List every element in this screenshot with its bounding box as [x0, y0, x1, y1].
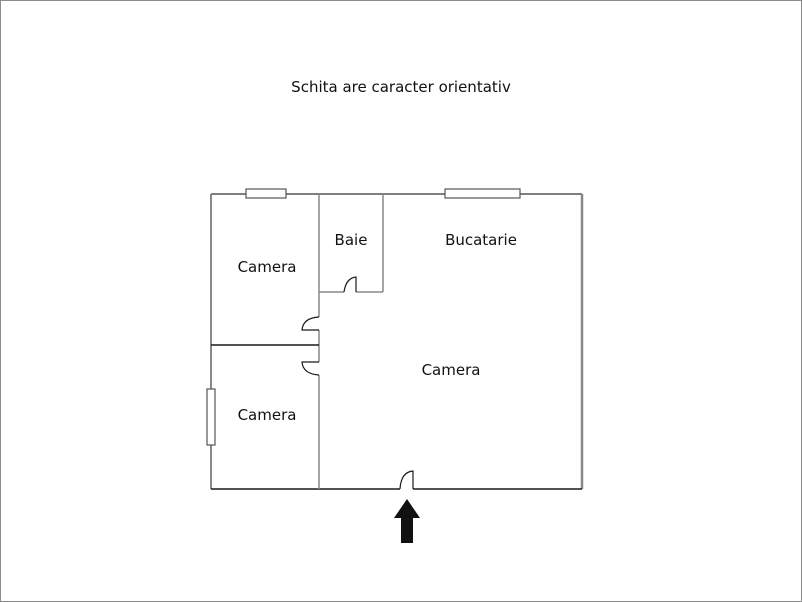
- door-entrance: [399, 470, 414, 490]
- door-camera-top-left: [301, 316, 320, 331]
- doors: [301, 276, 414, 490]
- window-left: [206, 388, 216, 446]
- door-baie: [343, 276, 357, 293]
- window-top-kitchen: [444, 188, 521, 199]
- caption: Schita are caracter orientativ: [291, 78, 511, 96]
- room-label-camera-top-left: Camera: [237, 258, 297, 276]
- arrow-up-icon: [394, 499, 420, 543]
- windows: [206, 188, 521, 446]
- interior-walls: [211, 194, 384, 489]
- room-label-camera-bottom-left: Camera: [237, 406, 297, 424]
- outer-walls: [210, 193, 584, 490]
- window-top-left: [245, 188, 287, 199]
- room-label-camera-main: Camera: [421, 361, 481, 379]
- room-label-bucatarie: Bucatarie: [445, 231, 517, 249]
- room-label-baie: Baie: [334, 231, 368, 249]
- door-camera-bottom-left: [301, 361, 320, 376]
